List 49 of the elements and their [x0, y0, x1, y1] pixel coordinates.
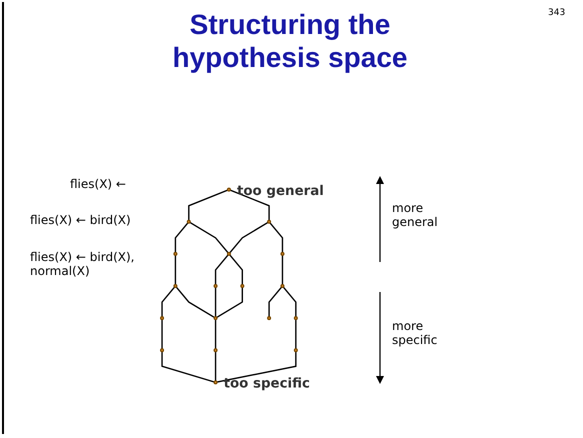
connector	[295, 319, 297, 349]
connector	[230, 190, 270, 220]
node-circle	[240, 284, 244, 288]
connector	[161, 352, 214, 383]
connector	[216, 287, 243, 318]
connector	[268, 286, 282, 317]
node-circle	[214, 316, 218, 320]
node-circle	[267, 316, 272, 320]
node-circle	[214, 348, 218, 352]
direction-text: more general	[392, 201, 439, 229]
page-number: 343	[548, 7, 566, 20]
node-circle	[214, 380, 218, 384]
connector	[282, 255, 284, 285]
node-circle	[294, 348, 298, 352]
connector	[161, 286, 176, 317]
connector	[216, 352, 297, 383]
connector	[229, 222, 268, 254]
node-circle	[226, 252, 231, 256]
node-circle	[160, 348, 164, 352]
node-circle	[280, 284, 284, 288]
clause-text: flies(X) ← bird(X)	[30, 213, 132, 227]
connector	[214, 287, 216, 317]
connector	[174, 222, 188, 253]
node-caption: too general	[236, 184, 324, 200]
connector	[161, 319, 163, 349]
node-circle	[173, 284, 178, 288]
node-circle	[226, 188, 231, 192]
connector	[190, 222, 229, 254]
connector	[214, 352, 216, 381]
node-circle	[294, 316, 298, 320]
connector	[282, 286, 297, 317]
node-circle	[173, 252, 178, 256]
connector	[269, 222, 284, 253]
node-circle	[160, 316, 164, 320]
connector	[229, 254, 243, 285]
connector	[188, 190, 228, 220]
node-circle	[214, 284, 218, 288]
clause-text: flies(X) ←	[70, 177, 127, 191]
node-circle	[186, 220, 191, 224]
node-circle	[280, 252, 284, 256]
connector	[174, 255, 176, 285]
connector	[176, 286, 215, 318]
connector	[214, 254, 229, 285]
connector	[214, 319, 216, 349]
direction-text: more specific	[392, 319, 438, 347]
node-circle	[267, 220, 272, 224]
clause-text: flies(X) ← bird(X), normal(X)	[30, 250, 136, 278]
node-caption: too specific	[224, 376, 310, 392]
title: Structuring the hypothesis space	[172, 8, 408, 74]
